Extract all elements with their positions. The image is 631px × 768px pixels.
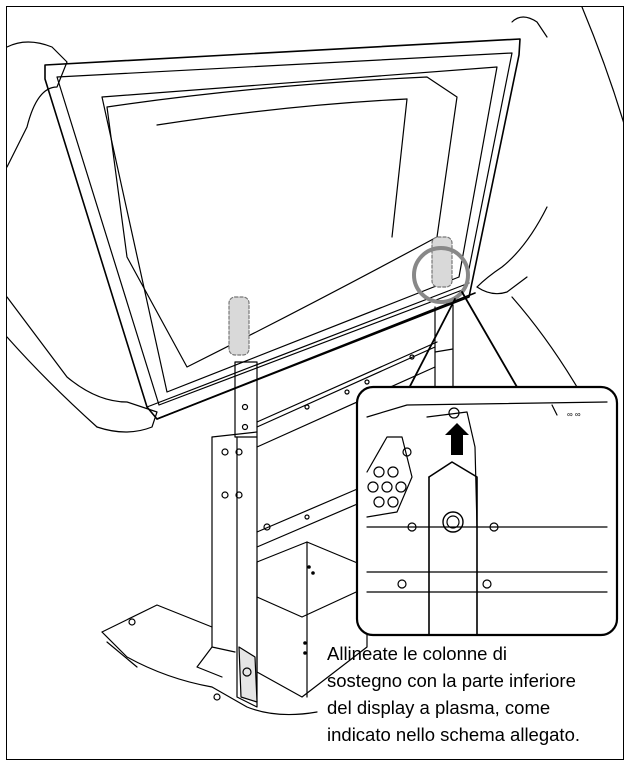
person-right-outline (476, 7, 623, 388)
person-left-outline (7, 41, 158, 433)
callout-lines (406, 291, 518, 393)
instruction-caption: Allineate le colonne di sostegno con la … (327, 640, 623, 748)
plasma-display (44, 38, 521, 420)
page-frame: ∞ ∞ Allineate le colonne di sostegno con… (6, 6, 624, 760)
stand-base (101, 604, 318, 716)
stand-crossbars (256, 341, 438, 548)
column-alignment-markers (228, 236, 453, 356)
caption-line: indicato nello schema allegato. (327, 724, 580, 745)
svg-text:∞ ∞: ∞ ∞ (567, 410, 581, 419)
up-arrow-icon (445, 423, 469, 455)
alignment-highlight-circle (412, 246, 470, 304)
stand-box (256, 541, 368, 698)
alignment-detail-inset: ∞ ∞ (355, 385, 619, 637)
caption-line: del display a plasma, come (327, 697, 551, 718)
caption-line: Allineate le colonne di (327, 643, 507, 664)
caption-line: sostegno con la parte inferiore (327, 670, 576, 691)
plasma-display-stand-assembly-illustration: ∞ ∞ (7, 7, 623, 716)
